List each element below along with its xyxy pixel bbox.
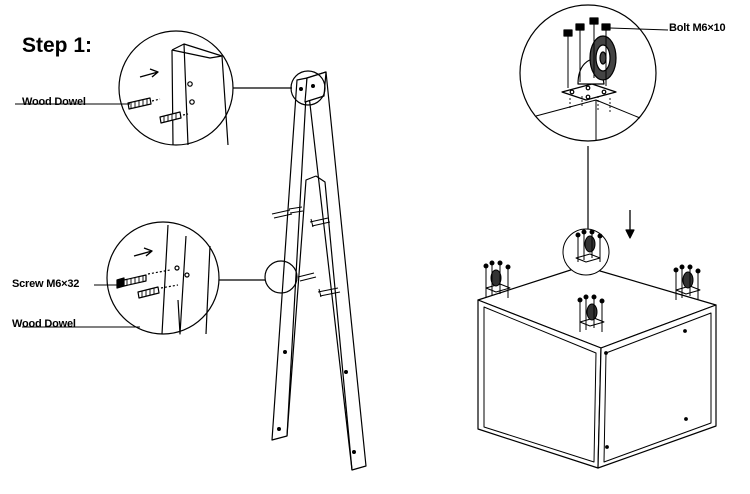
label-bolt: Bolt M6×10 bbox=[669, 22, 726, 34]
cabinet-box bbox=[477, 265, 717, 469]
detail-circle-screw bbox=[22, 221, 265, 335]
caster-left bbox=[483, 260, 511, 298]
detail-circle-dowel bbox=[15, 30, 292, 146]
leg-dowels bbox=[271, 206, 341, 298]
detail-circle-bolt bbox=[519, 4, 669, 142]
caster-right bbox=[673, 264, 701, 300]
a-frame-leg bbox=[271, 71, 367, 471]
zoom-marker-mid bbox=[264, 260, 298, 294]
label-wood-dowel-top: Wood Dowel bbox=[22, 96, 86, 108]
label-wood-dowel-bottom: Wood Dowel bbox=[12, 318, 76, 330]
caster-back bbox=[562, 228, 610, 276]
caster-front bbox=[577, 294, 605, 332]
down-arrow-icon bbox=[625, 210, 635, 239]
label-screw: Screw M6×32 bbox=[12, 278, 80, 290]
step-title: Step 1: bbox=[22, 34, 93, 57]
caster-group bbox=[483, 228, 701, 332]
